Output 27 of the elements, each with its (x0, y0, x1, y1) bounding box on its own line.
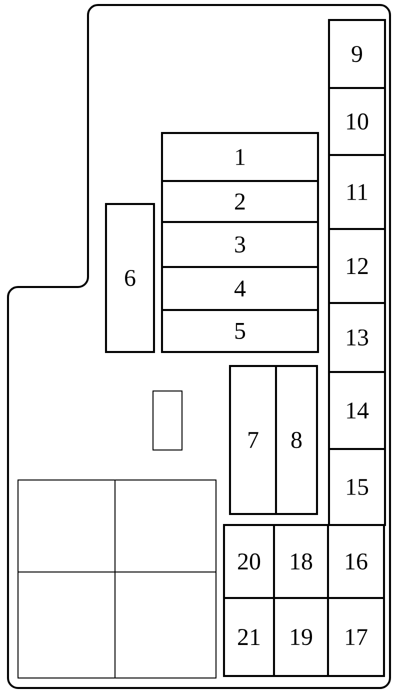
fuse-box: 8 (275, 365, 318, 515)
fuse-box: 3 (161, 221, 319, 268)
empty-box (18, 480, 116, 572)
fuse-box: 7 (229, 365, 277, 515)
fuse-box: 9 (328, 19, 386, 89)
fuse-box: 13 (328, 302, 386, 373)
fuse-box: 14 (328, 371, 386, 450)
fuse-box: 20 (223, 524, 275, 599)
fuse-box: 15 (328, 448, 386, 526)
empty-box (114, 572, 216, 678)
empty-box (114, 480, 216, 572)
fuse-box: 21 (223, 597, 275, 677)
fuse-box: 16 (327, 524, 385, 599)
fuse-box: 5 (161, 309, 319, 353)
fuse-box: 4 (161, 266, 319, 311)
fuse-box: 10 (328, 87, 386, 156)
fuse-box: 17 (327, 597, 385, 677)
fuse-box: 11 (328, 154, 386, 230)
fuse-box: 6 (105, 203, 155, 353)
fuse-box: 2 (161, 180, 319, 223)
fuse-box: 1 (161, 132, 319, 182)
fuse-panel-outline (7, 4, 391, 689)
empty-box (18, 572, 116, 678)
fuse-box: 19 (273, 597, 329, 677)
empty-box (152, 390, 182, 450)
fuse-box: 12 (328, 228, 386, 304)
fuse-box: 18 (273, 524, 329, 599)
